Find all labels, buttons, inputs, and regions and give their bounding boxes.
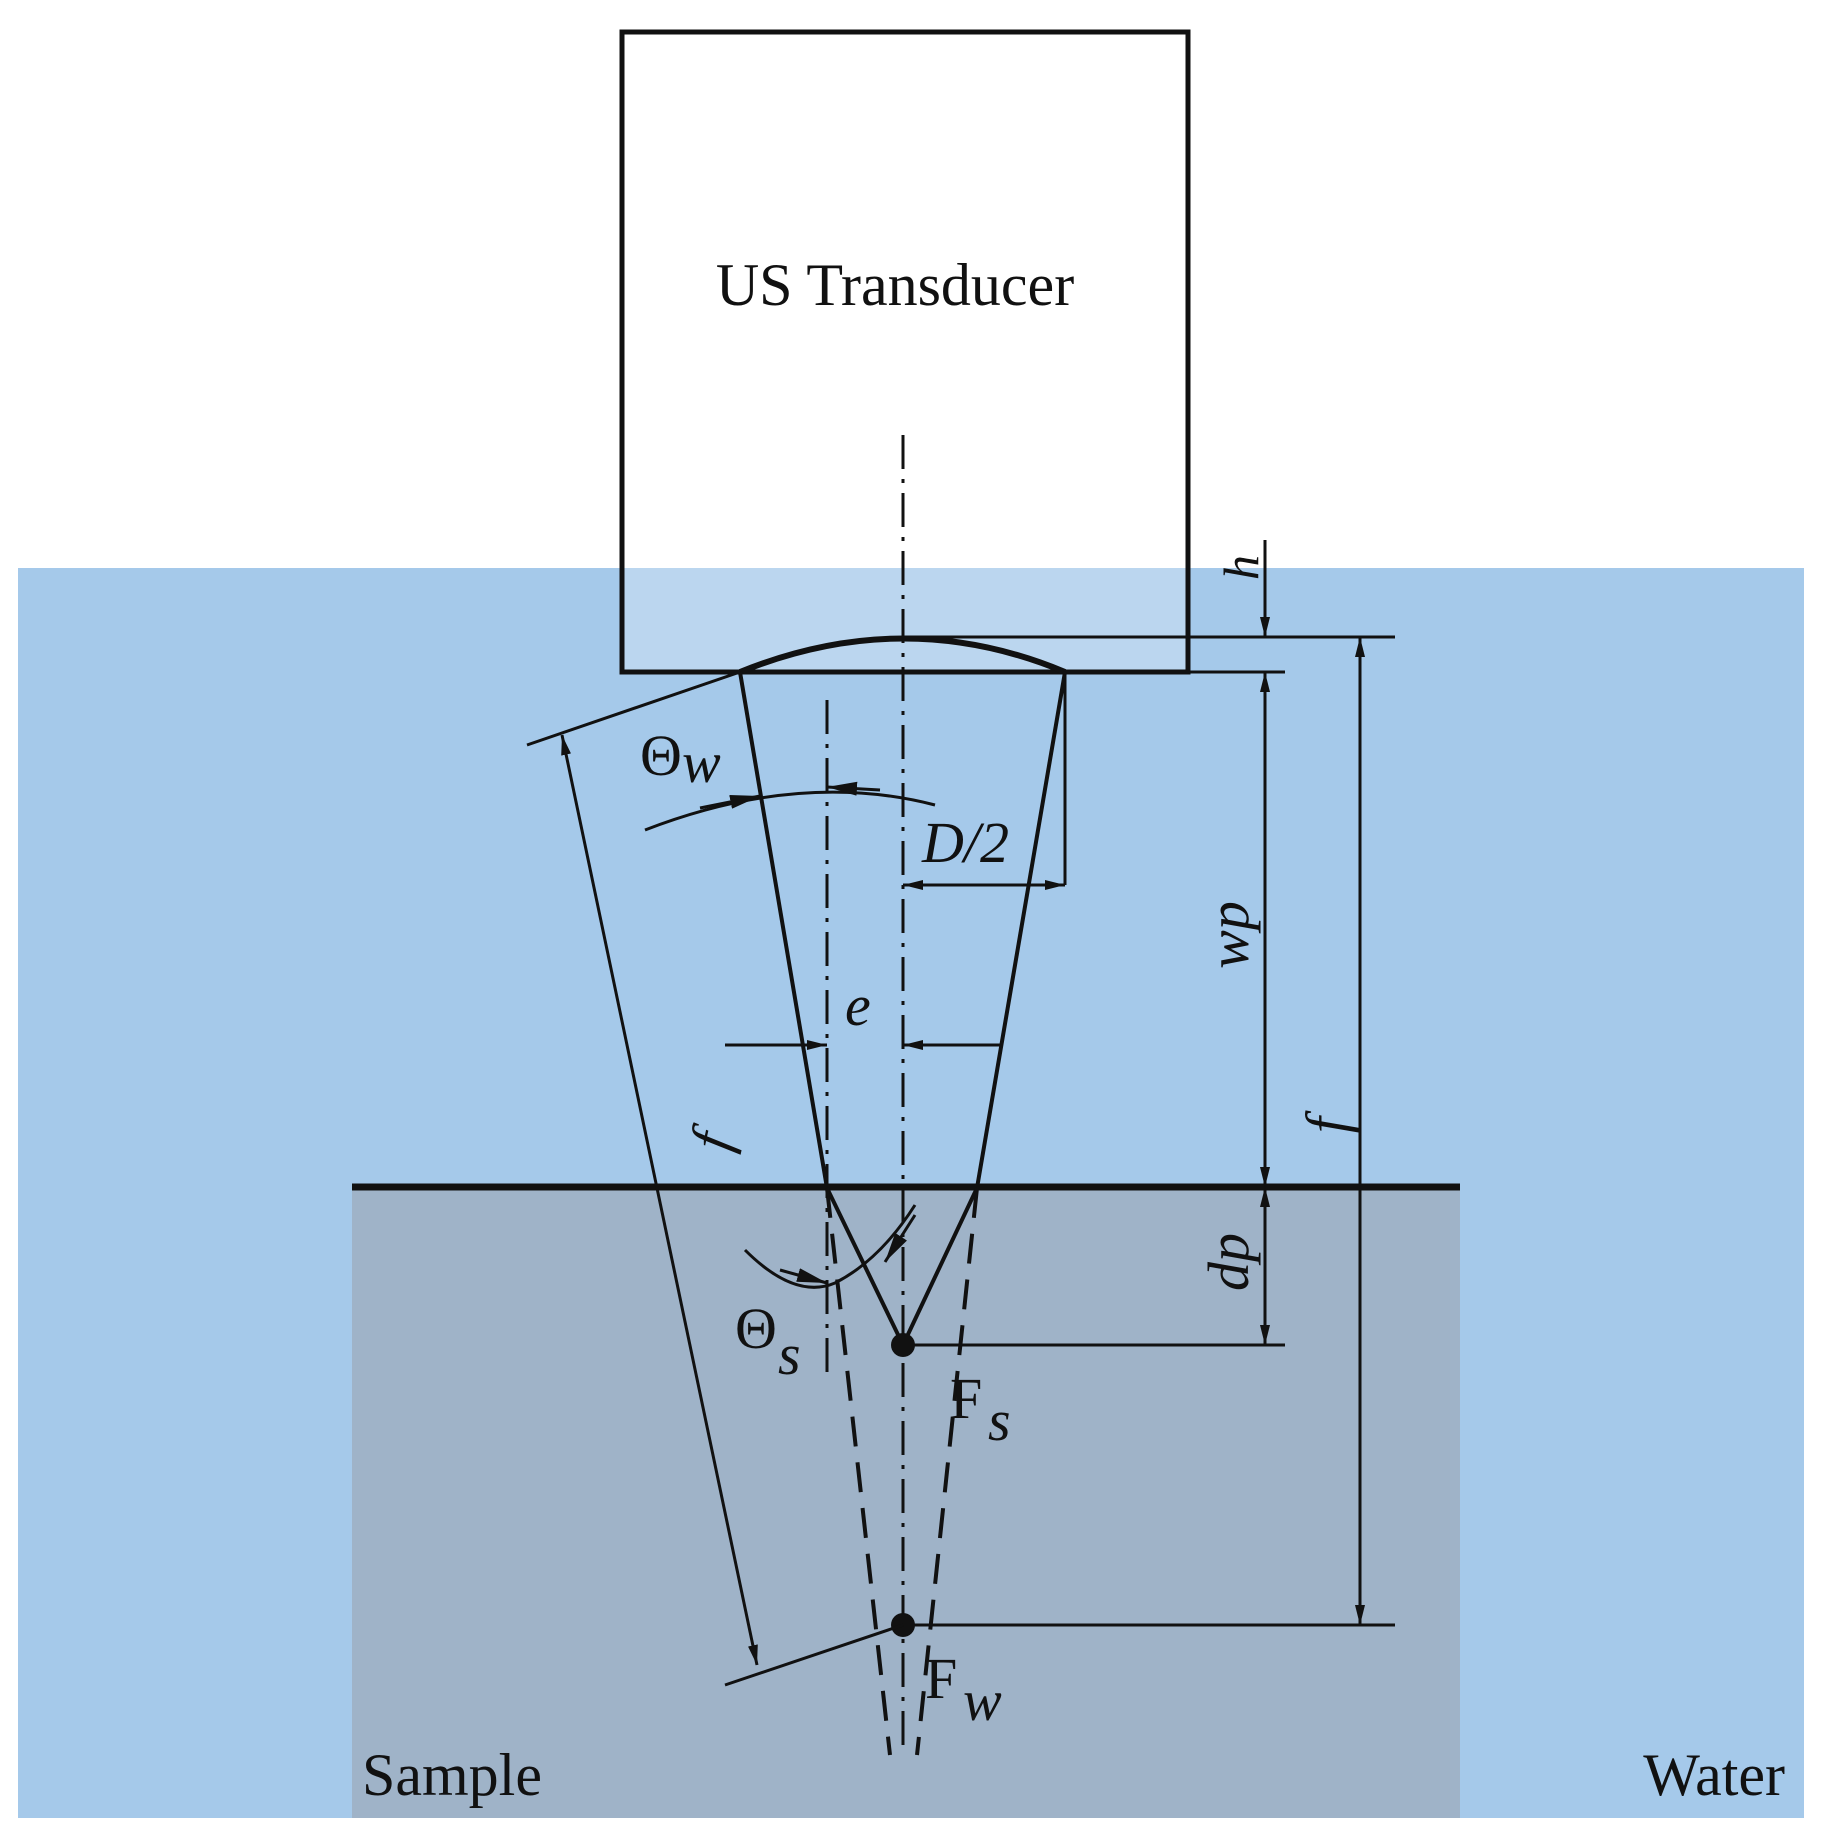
sample-label: Sample <box>362 1742 542 1808</box>
h-label: h <box>1213 555 1269 580</box>
theta-w-symbol: Θ <box>640 723 682 788</box>
fs-symbol: F <box>950 1366 982 1431</box>
sample-region <box>352 1185 1460 1818</box>
unrefracted-right-dashed <box>915 1187 979 1756</box>
e-label: e <box>845 973 871 1038</box>
theta-w-subscript: w <box>682 730 721 795</box>
focus-water-label: F w <box>925 1646 1002 1733</box>
fw-subscript: w <box>963 1668 1002 1733</box>
f-dimension-left <box>560 734 759 1666</box>
beam-right-edge <box>975 671 1067 1189</box>
d2-label: D/2 <box>921 810 1009 875</box>
transducer-body <box>619 29 1191 675</box>
dp-label: dp <box>1196 1233 1261 1291</box>
theta-w-label: Θ w <box>640 723 721 795</box>
water-label: Water <box>1643 1742 1785 1808</box>
theta-w-arc <box>644 790 936 832</box>
fs-subscript: s <box>988 1388 1011 1453</box>
refracted-left <box>825 1187 905 1346</box>
theta-s-arrow-left <box>779 1268 828 1285</box>
fw-symbol: F <box>925 1646 957 1711</box>
f-ext-line-bottom <box>724 1623 904 1687</box>
f-ext-line-top <box>526 670 741 747</box>
theta-s-arrow-right <box>883 1214 917 1263</box>
theta-s-label: Θ s <box>735 1296 801 1387</box>
refracted-right <box>901 1187 979 1346</box>
theta-w-arrow-right <box>826 781 881 796</box>
theta-w-arrow-left <box>699 794 761 810</box>
theta-s-subscript: s <box>778 1322 801 1387</box>
focus-sample-label: F s <box>950 1366 1011 1453</box>
theta-s-symbol: Θ <box>735 1296 777 1361</box>
wp-label: wp <box>1196 901 1261 969</box>
transducer-label: US Transducer <box>716 252 1074 318</box>
